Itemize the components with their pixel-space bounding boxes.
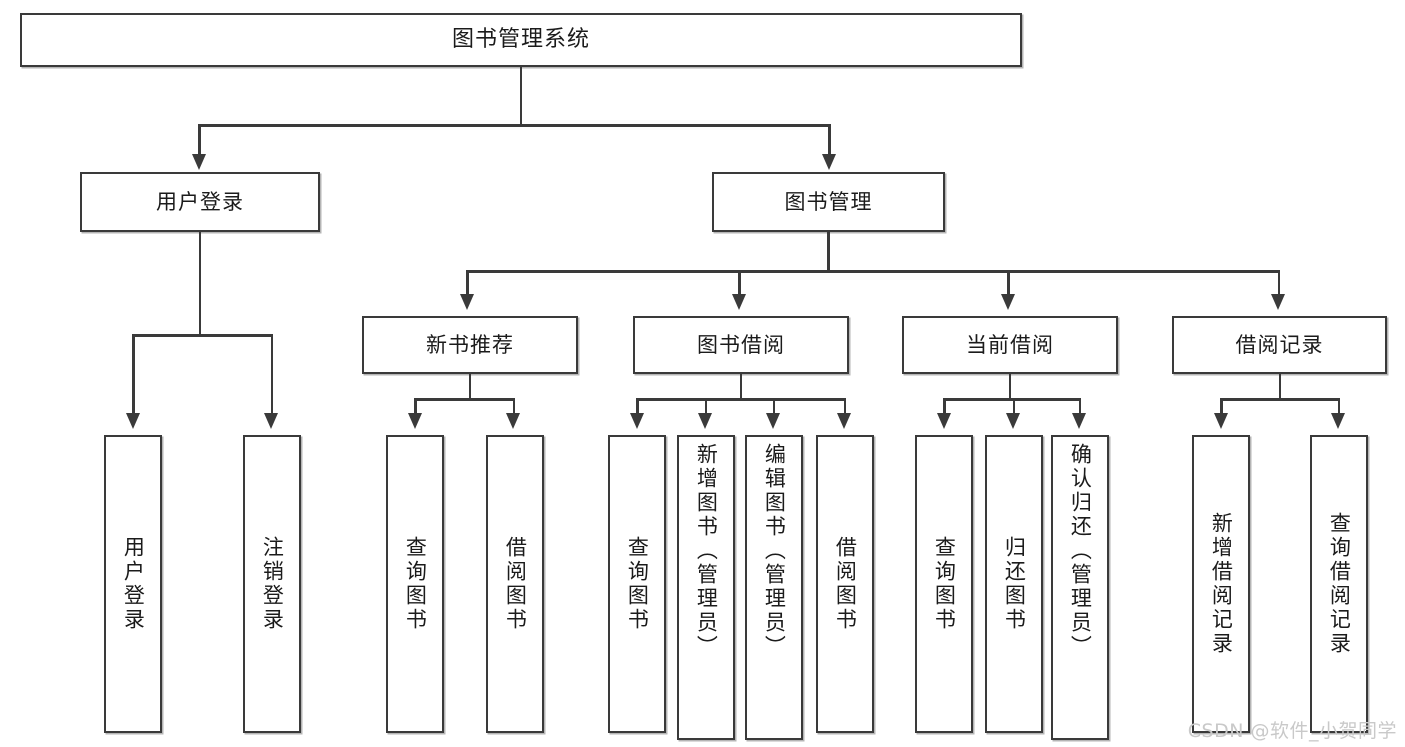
connector-new-book-bus xyxy=(414,398,513,401)
connector-book-management-stem xyxy=(827,232,830,270)
arrow-to-leaf-query-book-borrow xyxy=(629,413,644,429)
connector-root-drop-left xyxy=(198,124,201,156)
connector-book-borrow-drop-3 xyxy=(772,398,775,415)
leaf-borrow-book-new[interactable]: 借阅图书 xyxy=(486,435,544,733)
node-borrow-record[interactable]: 借阅记录 xyxy=(1172,316,1387,374)
connector-book-borrow-bus xyxy=(636,398,845,401)
leaf-query-book-new[interactable]: 查询图书 xyxy=(386,435,444,733)
leaf-borrow-book[interactable]: 借阅图书 xyxy=(816,435,874,733)
connector-new-book-stem xyxy=(468,374,472,398)
leaf-return-book[interactable]: 归还图书 xyxy=(985,435,1043,733)
connector-user-login-stem xyxy=(198,232,202,334)
node-book-borrow[interactable]: 图书借阅 xyxy=(633,316,849,374)
arrow-to-leaf-query-book-current xyxy=(936,413,951,429)
connector-level3-drop-3 xyxy=(1007,270,1010,296)
arrow-to-leaf-user-login xyxy=(125,413,140,429)
node-root-book-management-system[interactable]: 图书管理系统 xyxy=(20,13,1022,67)
arrow-to-leaf-confirm-return-admin xyxy=(1072,413,1087,429)
connector-borrow-record-bus xyxy=(1220,398,1339,401)
connector-current-borrow-drop-1 xyxy=(943,398,946,415)
node-book-management[interactable]: 图书管理 xyxy=(712,172,945,232)
arrow-to-leaf-query-borrow-record xyxy=(1331,413,1346,429)
leaf-edit-book-admin[interactable]: 编辑图书（管理员） xyxy=(745,435,803,740)
arrow-to-leaf-borrow-book-new xyxy=(506,413,521,429)
connector-user-login-drop-2 xyxy=(270,334,273,415)
arrow-to-user-login xyxy=(191,154,206,170)
arrow-to-leaf-return-book xyxy=(1006,413,1021,429)
connector-current-borrow-drop-2 xyxy=(1012,398,1015,415)
arrow-to-new-book-recommend xyxy=(459,294,474,310)
arrow-to-leaf-add-borrow-record xyxy=(1213,413,1228,429)
node-new-book-recommend[interactable]: 新书推荐 xyxy=(362,316,578,374)
connector-user-login-drop-1 xyxy=(132,334,135,415)
connector-borrow-record-stem xyxy=(1278,374,1282,398)
connector-borrow-record-drop-1 xyxy=(1220,398,1223,415)
connector-level3-bus xyxy=(466,270,1280,273)
leaf-user-login[interactable]: 用户登录 xyxy=(104,435,162,733)
connector-user-login-bus xyxy=(132,334,271,337)
arrow-to-leaf-query-book-new xyxy=(407,413,422,429)
connector-level3-drop-4 xyxy=(1277,270,1280,296)
arrow-to-leaf-logout xyxy=(264,413,279,429)
leaf-confirm-return-admin[interactable]: 确认归还（管理员） xyxy=(1051,435,1109,740)
connector-root-stem xyxy=(519,67,523,124)
arrow-to-leaf-borrow-book xyxy=(837,413,852,429)
connector-new-book-drop-2 xyxy=(512,398,515,415)
arrow-to-leaf-add-book-admin xyxy=(698,413,713,429)
leaf-add-borrow-record[interactable]: 新增借阅记录 xyxy=(1192,435,1250,733)
connector-book-borrow-drop-4 xyxy=(843,398,846,415)
leaf-query-borrow-record[interactable]: 查询借阅记录 xyxy=(1310,435,1368,733)
connector-root-drop-right xyxy=(828,124,831,156)
connector-book-borrow-stem xyxy=(739,374,743,398)
arrow-to-book-management xyxy=(821,154,836,170)
leaf-query-book-current[interactable]: 查询图书 xyxy=(915,435,973,733)
connector-borrow-record-drop-2 xyxy=(1337,398,1340,415)
connector-book-borrow-drop-2 xyxy=(704,398,707,415)
connector-root-bus xyxy=(198,124,830,127)
arrow-to-borrow-record xyxy=(1271,294,1286,310)
arrow-to-leaf-edit-book-admin xyxy=(766,413,781,429)
connector-new-book-drop-1 xyxy=(414,398,417,415)
connector-book-borrow-drop-1 xyxy=(636,398,639,415)
connector-level3-drop-2 xyxy=(738,270,741,296)
leaf-logout[interactable]: 注销登录 xyxy=(243,435,301,733)
leaf-query-book-borrow[interactable]: 查询图书 xyxy=(608,435,666,733)
connector-current-borrow-stem xyxy=(1008,374,1012,398)
arrow-to-current-borrow xyxy=(1000,294,1015,310)
arrow-to-book-borrow xyxy=(731,294,746,310)
connector-current-borrow-bus xyxy=(943,398,1079,401)
connector-current-borrow-drop-3 xyxy=(1078,398,1081,415)
connector-level3-drop-1 xyxy=(466,270,469,296)
node-user-login[interactable]: 用户登录 xyxy=(80,172,320,232)
leaf-add-book-admin[interactable]: 新增图书（管理员） xyxy=(677,435,735,740)
node-current-borrow[interactable]: 当前借阅 xyxy=(902,316,1118,374)
